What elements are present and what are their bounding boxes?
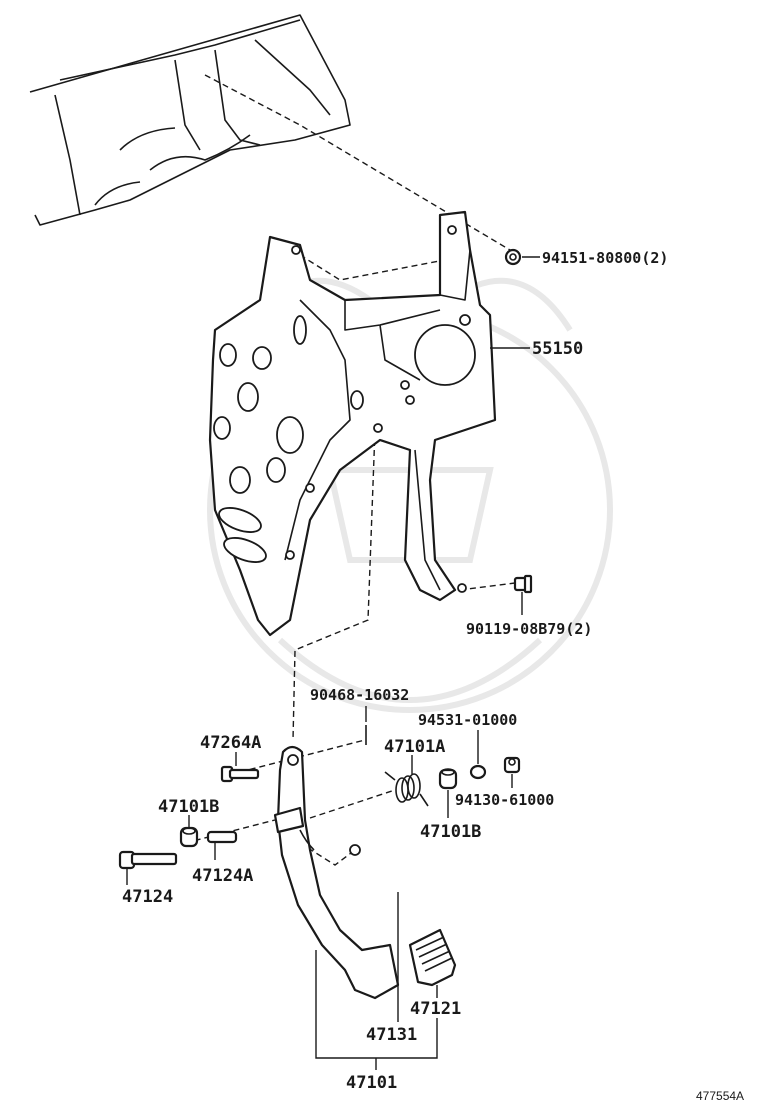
label-washer: 94531-01000 [418,711,517,729]
dash-bolt-to-support [459,582,516,591]
bushing-right [438,768,458,790]
dash-support-to-pedal [292,429,376,741]
label-support: 55150 [532,339,583,359]
label-spring: 47101A [384,737,445,757]
pedal-pad [408,928,457,987]
label-nut: 94151-80800(2) [542,249,668,267]
pedal-support-bracket [208,210,497,637]
dash-stopper-line [307,847,356,866]
label-clip: 90468-16032 [310,686,409,704]
pivot-bolt [118,850,178,870]
small-nut [503,756,521,774]
label-pedal-assy: 47101 [346,1073,397,1093]
body-floor-panel [29,14,351,226]
clevis-pin [220,765,260,783]
label-pin: 47264A [200,733,261,753]
reference-code: 477554A [696,1089,744,1103]
label-bolt-support: 90119-08B79(2) [466,620,592,638]
dash-stud-to-bracket [299,254,456,281]
dash-collar-line [184,819,276,844]
label-bushing-right: 47101B [420,822,481,842]
flange-nut [504,248,522,266]
brake-pedal-arm [273,745,400,1000]
label-pad: 47121 [410,999,461,1019]
dash-floor-to-nut [204,74,511,251]
label-collar: 47124A [192,866,253,886]
collar [206,830,238,844]
label-pedal-arm: 47131 [366,1025,417,1045]
washer [469,764,487,780]
flange-bolt [513,574,533,594]
label-small-nut: 94130-61000 [455,791,554,809]
label-bushing-left: 47101B [158,797,219,817]
return-spring [384,771,429,807]
label-pivot-bolt: 47124 [122,887,173,907]
bushing-left [179,826,199,848]
dash-spring-line [309,789,396,819]
